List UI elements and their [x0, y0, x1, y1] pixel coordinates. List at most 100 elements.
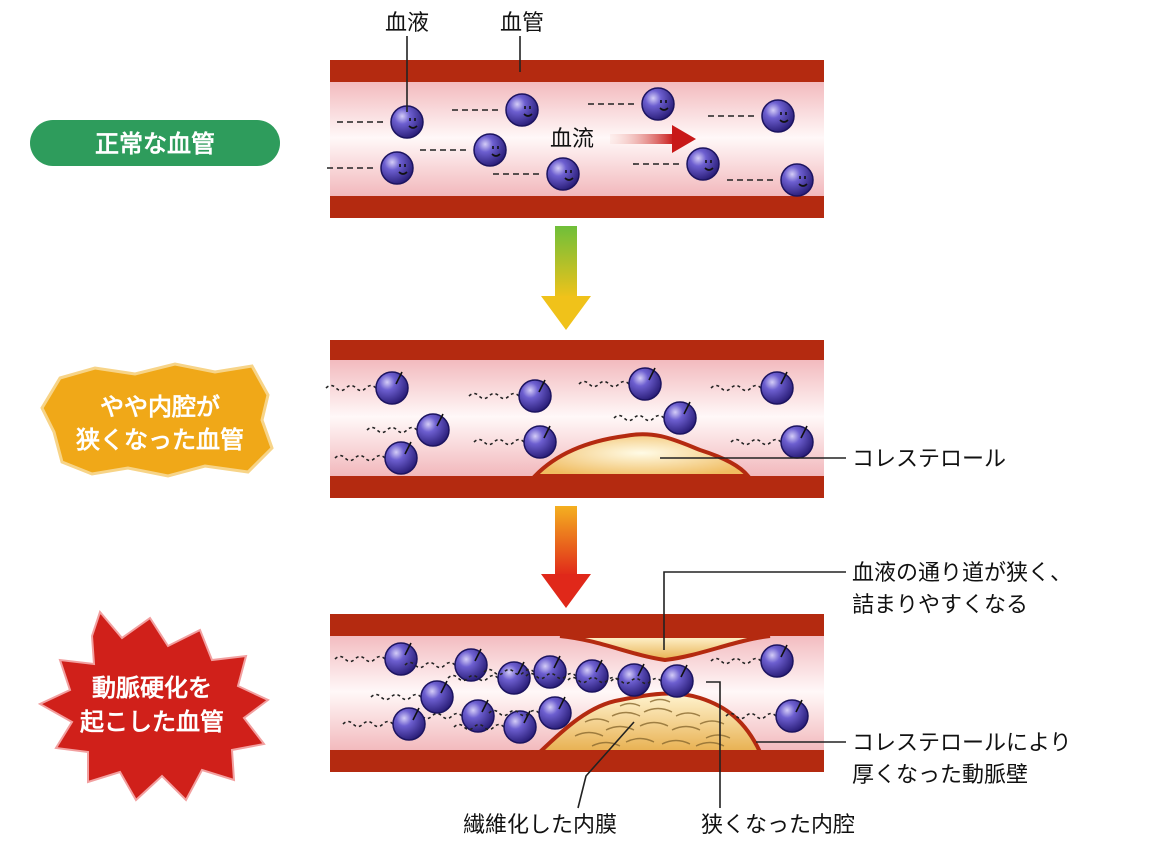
- label-thick-wall-2: 厚くなった動脈壁: [852, 763, 1028, 788]
- label-blood: 血液: [385, 11, 429, 36]
- blood-cell-mark: [683, 401, 691, 415]
- blood-cell-mark: [680, 664, 688, 678]
- blood-cell: [416, 413, 450, 447]
- blood-cell: [384, 642, 418, 676]
- cell-trail: [578, 380, 660, 388]
- blood-cell: [546, 157, 580, 191]
- cholesterol-plaque: [530, 432, 753, 478]
- vessel-wall-bottom: [330, 750, 824, 772]
- badge-normal: 正常な血管: [30, 120, 280, 166]
- blood-cell-mark: [404, 441, 412, 455]
- cell-trail: [411, 712, 493, 720]
- label-blood-flow: 血流: [550, 127, 594, 152]
- cell-trail: [567, 676, 649, 684]
- blood-cell-mark: [523, 710, 531, 724]
- blood-cell-mark: [523, 106, 533, 117]
- vessel-wall-top: [330, 60, 824, 82]
- blood-cell: [473, 133, 507, 167]
- blood-cell-mark: [412, 707, 420, 721]
- blood-cell-mark: [538, 379, 546, 393]
- arrow-down-1: [541, 226, 591, 330]
- label-narrow-path-1: 血液の通り道が狭く、: [852, 561, 1072, 586]
- blood-cell: [761, 99, 795, 133]
- blood-cell: [392, 707, 426, 741]
- cell-trail: [447, 674, 529, 682]
- badge-narrowed-line2: 狭くなった血管: [75, 426, 244, 454]
- blood-cell: [641, 87, 675, 121]
- label-narrowed-lumen: 狭くなった内腔: [701, 813, 855, 838]
- blood-cell-mark: [780, 371, 788, 385]
- vessel-sclerotic: [330, 614, 824, 772]
- blood-cell: [505, 93, 539, 127]
- blood-cell-mark: [408, 118, 418, 129]
- label-cholesterol: コレステロール: [852, 447, 1006, 472]
- blood-cell-mark: [795, 699, 803, 713]
- blood-cell: [575, 659, 609, 693]
- blood-cell: [454, 648, 488, 682]
- blood-cell-mark: [558, 696, 566, 710]
- cell-trail: [725, 712, 807, 720]
- blood-cell: [461, 699, 495, 733]
- blood-cell: [375, 371, 409, 405]
- vessel-wall-bottom: [330, 476, 824, 498]
- blood-cell-mark: [564, 170, 574, 181]
- blood-cell-mark: [395, 371, 403, 385]
- label-vessel: 血管: [500, 11, 544, 36]
- cell-trail: [730, 438, 812, 446]
- cell-trail: [710, 384, 792, 392]
- cell-trail: [468, 392, 550, 400]
- blood-cell-mark: [659, 100, 669, 111]
- blood-cell: [617, 663, 651, 697]
- badge-sclerosis-line1: 動脈硬化を: [92, 674, 212, 702]
- cell-trail: [325, 384, 407, 392]
- blood-cell-mark: [404, 642, 412, 656]
- blood-flow-arrow: [610, 125, 696, 153]
- vessel-wall-top: [330, 340, 824, 360]
- blood-cell: [686, 147, 720, 181]
- blood-cell: [420, 680, 454, 714]
- label-thick-wall-1: コレステロールにより: [852, 731, 1072, 756]
- cell-trail: [370, 693, 452, 701]
- vessel-narrowed: [330, 340, 824, 498]
- blood-cell-mark: [637, 663, 645, 677]
- blood-cell: [384, 441, 418, 475]
- blood-cell: [628, 367, 662, 401]
- blood-cell: [533, 655, 567, 689]
- cell-trail: [342, 720, 424, 728]
- blood-cell-mark: [595, 659, 603, 673]
- blood-cell: [663, 401, 697, 435]
- blood-cell: [660, 664, 694, 698]
- vessel-wall-bottom: [330, 196, 824, 218]
- vessel-wall-top: [330, 614, 824, 636]
- upper-plaque: [559, 634, 771, 663]
- blood-cell: [538, 696, 572, 730]
- fiber-texture: [574, 698, 731, 747]
- blood-cell-mark: [780, 644, 788, 658]
- badge-narrowed: やや内腔が 狭くなった血管: [40, 362, 274, 478]
- blood-cell-mark: [648, 367, 656, 381]
- blood-cell: [497, 661, 531, 695]
- cell-trail: [404, 661, 486, 669]
- blood-cell-mark: [800, 425, 808, 439]
- blood-cell-mark: [491, 146, 501, 157]
- blood-cell-mark: [779, 112, 789, 123]
- blood-cell-mark: [798, 176, 808, 187]
- blood-cell: [518, 379, 552, 413]
- blood-cell-mark: [398, 164, 408, 175]
- cell-trail: [334, 655, 416, 663]
- blood-cell-mark: [474, 648, 482, 662]
- cell-trail: [525, 672, 607, 680]
- blood-cell: [760, 644, 794, 678]
- badge-sclerosis-line2: 起こした血管: [79, 708, 224, 736]
- cell-trail: [488, 709, 570, 717]
- blood-cell: [380, 151, 414, 185]
- badge-normal-text: 正常な血管: [95, 130, 215, 158]
- cell-trail: [453, 723, 535, 731]
- cell-trail: [710, 657, 792, 665]
- label-narrow-path-2: 詰まりやすくなる: [852, 593, 1028, 618]
- badge-sclerosis: 動脈硬化を 起こした血管: [37, 609, 270, 802]
- leader-lines: [406, 36, 846, 809]
- blood-cell: [523, 425, 557, 459]
- cell-trail: [613, 414, 695, 422]
- cell-trail: [473, 438, 555, 446]
